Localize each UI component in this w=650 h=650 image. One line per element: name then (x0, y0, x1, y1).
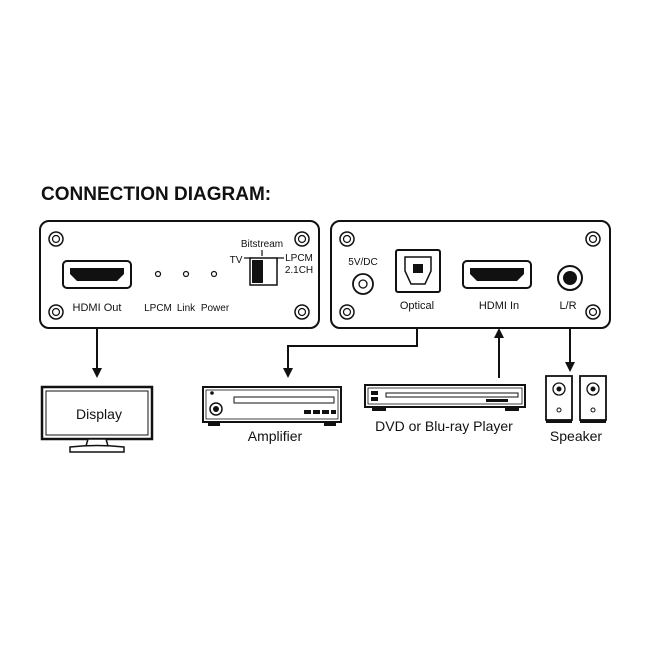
speaker-icon (545, 375, 573, 423)
optical-label: Optical (400, 300, 434, 312)
screw-icon (339, 304, 355, 320)
audio-out-label: L/R (559, 300, 576, 312)
hdmi-in-label: HDMI In (479, 300, 519, 312)
display-label: Display (76, 406, 122, 422)
switch-label-2-1ch: 2.1CH (285, 265, 313, 276)
front-panel: HDMI Out LPCM Link Power Bitstream TV LP… (39, 220, 320, 329)
mode-switch[interactable] (244, 250, 284, 286)
led-label-link: Link (177, 303, 196, 314)
audio-jack-icon (557, 265, 583, 291)
connection-arrows (92, 328, 575, 378)
display-tv-icon (40, 385, 154, 453)
screw-icon (585, 231, 601, 247)
screw-icon (585, 304, 601, 320)
amplifier-label: Amplifier (248, 428, 303, 444)
dc-power-jack-icon (352, 273, 374, 295)
screw-icon (48, 304, 64, 320)
optical-port-icon (395, 249, 441, 293)
led-label-lpcm: LPCM (144, 303, 172, 314)
led-link-icon (182, 270, 190, 278)
screw-icon (294, 231, 310, 247)
switch-label-tv: TV (230, 255, 243, 266)
dvd-player-icon (364, 384, 526, 411)
diagram-title: CONNECTION DIAGRAM: (41, 184, 271, 205)
switch-label-bitstream: Bitstream (241, 239, 283, 250)
player-label: DVD or Blu-ray Player (375, 418, 513, 434)
arrow-optical-to-amplifier (283, 328, 418, 378)
hdmi-out-port-icon (62, 260, 132, 289)
amplifier-icon (202, 386, 342, 426)
screw-icon (48, 231, 64, 247)
speaker-icon (579, 375, 607, 423)
led-lpcm-icon (154, 270, 162, 278)
led-power-icon (210, 270, 218, 278)
rear-panel: 5V/DC Optical HDMI In L/R (330, 220, 611, 329)
led-label-power: Power (201, 303, 230, 314)
speaker-label: Speaker (550, 428, 602, 444)
hdmi-out-label: HDMI Out (73, 302, 122, 314)
hdmi-in-port-icon (462, 260, 532, 289)
power-jack-label: 5V/DC (348, 257, 377, 268)
screw-icon (339, 231, 355, 247)
screw-icon (294, 304, 310, 320)
switch-label-lpcm: LPCM (285, 253, 313, 264)
